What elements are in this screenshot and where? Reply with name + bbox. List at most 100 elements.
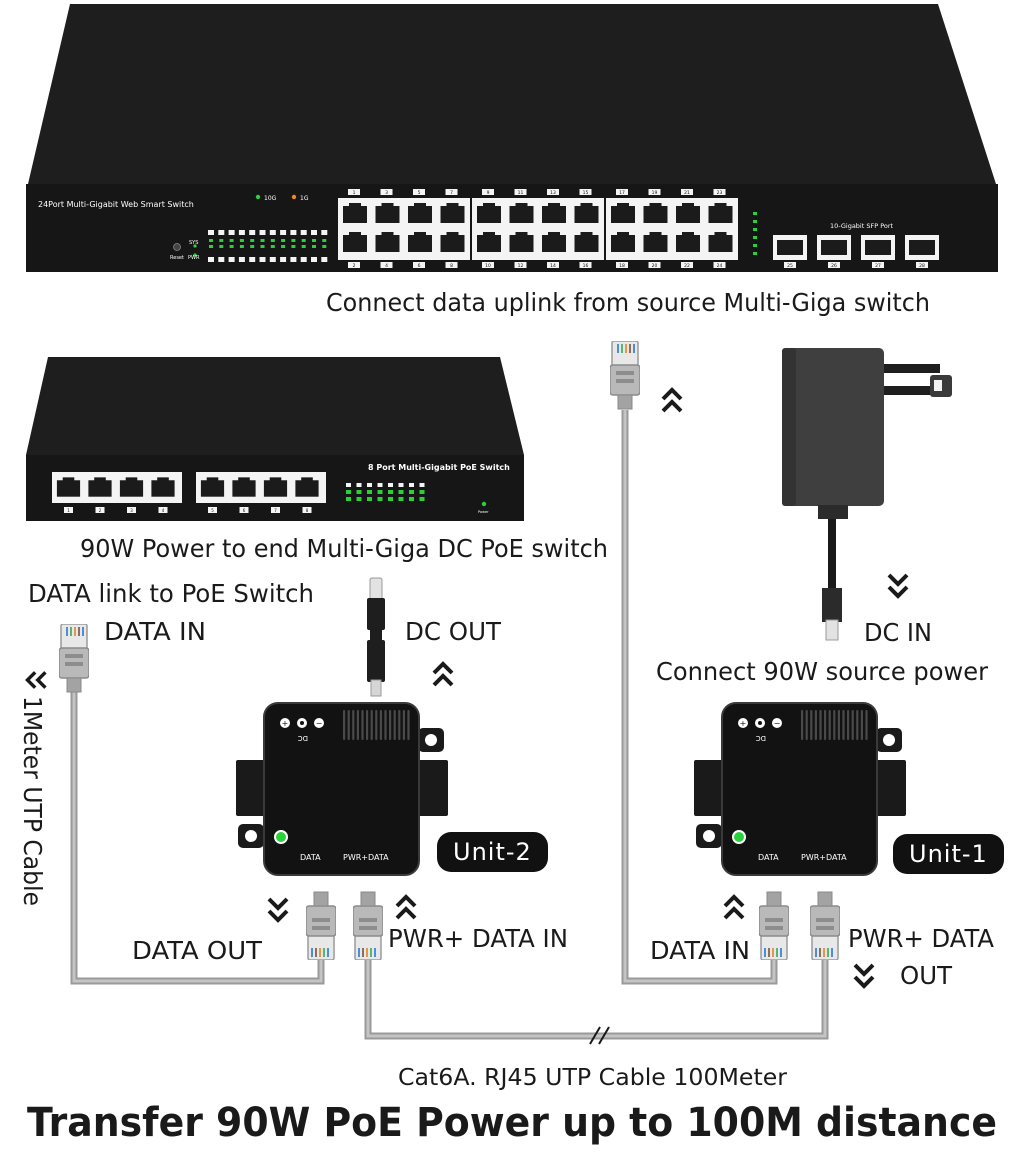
led-10g-indicator xyxy=(255,194,261,200)
reset-button[interactable] xyxy=(173,243,181,251)
chevron-up-icon xyxy=(723,895,745,920)
unit-2-pwr-data-label: PWR+DATA xyxy=(343,853,389,862)
rj45-port xyxy=(474,202,504,226)
port-number: 10 xyxy=(485,263,491,269)
connector-unit1-data-in xyxy=(759,891,789,960)
port-number: 6 xyxy=(243,508,246,513)
port-number-tag xyxy=(208,257,214,262)
port-led xyxy=(209,245,213,248)
rj45-connector-uplink xyxy=(610,341,640,410)
port-number: 3 xyxy=(130,508,133,513)
port-number: 14 xyxy=(550,263,556,269)
label-pwr-data-in: PWR+ DATA IN xyxy=(388,924,568,953)
sfp-label: 10-Gigabit SFP Port xyxy=(830,222,894,230)
label-uplink: Connect data uplink from source Multi-Gi… xyxy=(326,288,930,317)
chevron-up-icon xyxy=(395,895,417,920)
port-led xyxy=(239,239,244,242)
rj45-port xyxy=(608,202,638,226)
chevron-down-icon xyxy=(887,573,909,598)
port-number-tag xyxy=(269,257,276,262)
chevron-down-icon xyxy=(853,963,875,988)
rj45-port xyxy=(474,231,504,255)
svg-text:−: − xyxy=(316,719,323,728)
port-led xyxy=(346,497,351,501)
rj45-port xyxy=(506,202,537,226)
port-number-tag xyxy=(127,507,136,513)
port-led xyxy=(367,497,372,501)
port-number-tag xyxy=(302,507,312,513)
rj45-port xyxy=(539,231,569,255)
svg-text:+: + xyxy=(282,719,289,728)
port-number-tag xyxy=(311,230,317,235)
port-number-tag xyxy=(249,230,256,235)
port-number-tag xyxy=(413,262,425,268)
chevron-up-icon xyxy=(661,388,683,413)
port-led xyxy=(346,483,351,487)
unit-2-status-led xyxy=(274,830,288,844)
cat6a-cable-100m xyxy=(364,956,829,1045)
port-led xyxy=(409,483,414,487)
label-power-end: 90W Power to end Multi-Giga DC PoE switc… xyxy=(80,534,608,563)
port-led xyxy=(250,239,255,242)
rj45-port xyxy=(571,231,602,255)
led-1g-label: 1G xyxy=(300,195,309,202)
rj45-port xyxy=(705,202,736,226)
pwr-led xyxy=(193,253,197,257)
label-pwr-data-out-line2: OUT xyxy=(900,961,953,990)
port-led xyxy=(419,490,425,494)
port-led xyxy=(239,245,244,248)
port-number-tag xyxy=(380,189,393,195)
port-number-tag xyxy=(547,262,559,268)
port-number-tag xyxy=(271,507,280,513)
sfp-port-number: 27 xyxy=(875,263,881,269)
port-number-tag xyxy=(380,262,393,268)
port-number-tag xyxy=(269,230,276,235)
port-number-tag xyxy=(158,507,168,513)
port-number: 13 xyxy=(550,190,556,196)
unit-1-status-led xyxy=(732,830,746,844)
port-led xyxy=(291,245,296,248)
unit-1-badge: Unit-1 xyxy=(893,834,1004,874)
sfp-port-number: 26 xyxy=(831,263,837,269)
unit-2-dc-label: DC xyxy=(298,734,308,742)
rj45-port-bank xyxy=(338,198,738,260)
port-number: 19 xyxy=(652,190,658,196)
sfp-port-number: 25 xyxy=(787,263,793,269)
dc-plug-cable xyxy=(367,577,385,697)
port-number: 1 xyxy=(353,190,356,196)
sfp-port-leds xyxy=(753,212,757,255)
port-number-tag xyxy=(648,189,661,195)
rj45-connector-poe-data-in xyxy=(59,624,89,693)
port-number-tag xyxy=(218,257,225,262)
port-led xyxy=(291,239,296,242)
label-data-in-unit1: DATA IN xyxy=(650,936,750,965)
port-led xyxy=(377,483,383,487)
port-number: 8 xyxy=(306,508,309,513)
port-number: 12 xyxy=(518,263,524,269)
label-dc-out: DC OUT xyxy=(405,617,502,646)
rj45-port xyxy=(372,202,403,226)
rj45-port xyxy=(229,476,259,500)
label-pwr-data-out-line1: PWR+ DATA xyxy=(848,924,994,953)
sys-label: SYS xyxy=(189,240,198,246)
rj45-port xyxy=(405,202,435,226)
rj45-port xyxy=(372,231,403,255)
rj45-port xyxy=(437,202,468,226)
port-number: 5 xyxy=(418,190,421,196)
port-led xyxy=(301,245,306,248)
switch-24-name: 24Port Multi-Gigabit Web Smart Switch xyxy=(38,200,194,209)
port-led xyxy=(322,239,327,242)
rj45-port xyxy=(705,231,736,255)
port-number: 2 xyxy=(353,263,356,269)
port-led xyxy=(356,497,362,501)
unit-1-dc-label: DC xyxy=(756,734,766,742)
unit-2-plus-icon xyxy=(280,718,290,728)
port-number: 20 xyxy=(652,263,658,269)
unit-1-body xyxy=(721,702,878,876)
adapter-prong-top xyxy=(880,364,940,373)
utp-cable-1m xyxy=(70,692,325,985)
rj45-port xyxy=(54,476,83,500)
port-number-tag xyxy=(290,257,297,262)
